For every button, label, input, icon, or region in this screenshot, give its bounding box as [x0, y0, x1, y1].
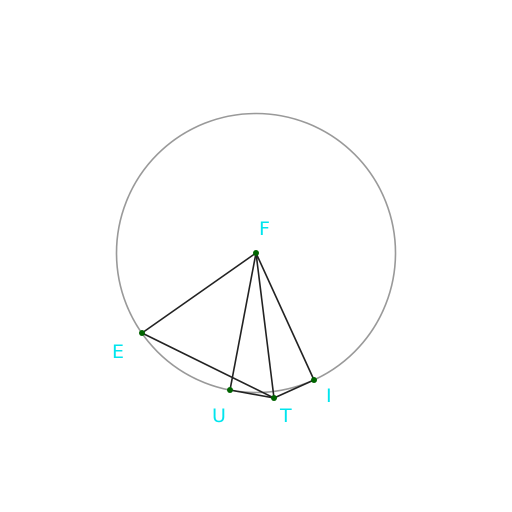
label-f: F [259, 218, 270, 240]
segment-fi [255, 252, 315, 381]
point-f [253, 250, 259, 256]
labels: F E U T I [112, 218, 332, 427]
segment-ft [255, 252, 275, 399]
segment-ut [229, 389, 275, 399]
point-t [271, 395, 277, 401]
segments [141, 252, 315, 399]
segment-et [141, 332, 275, 399]
label-e: E [112, 341, 124, 363]
point-i [311, 377, 317, 383]
label-t: T [279, 405, 292, 427]
point-u [227, 387, 233, 393]
label-u: U [212, 405, 226, 427]
circle-centered-f [115, 112, 397, 394]
segment-fu [229, 252, 257, 391]
points [139, 250, 317, 401]
label-i: I [326, 385, 332, 407]
point-e [139, 330, 145, 336]
segment-ti [273, 379, 315, 399]
segment-fe [141, 252, 257, 334]
